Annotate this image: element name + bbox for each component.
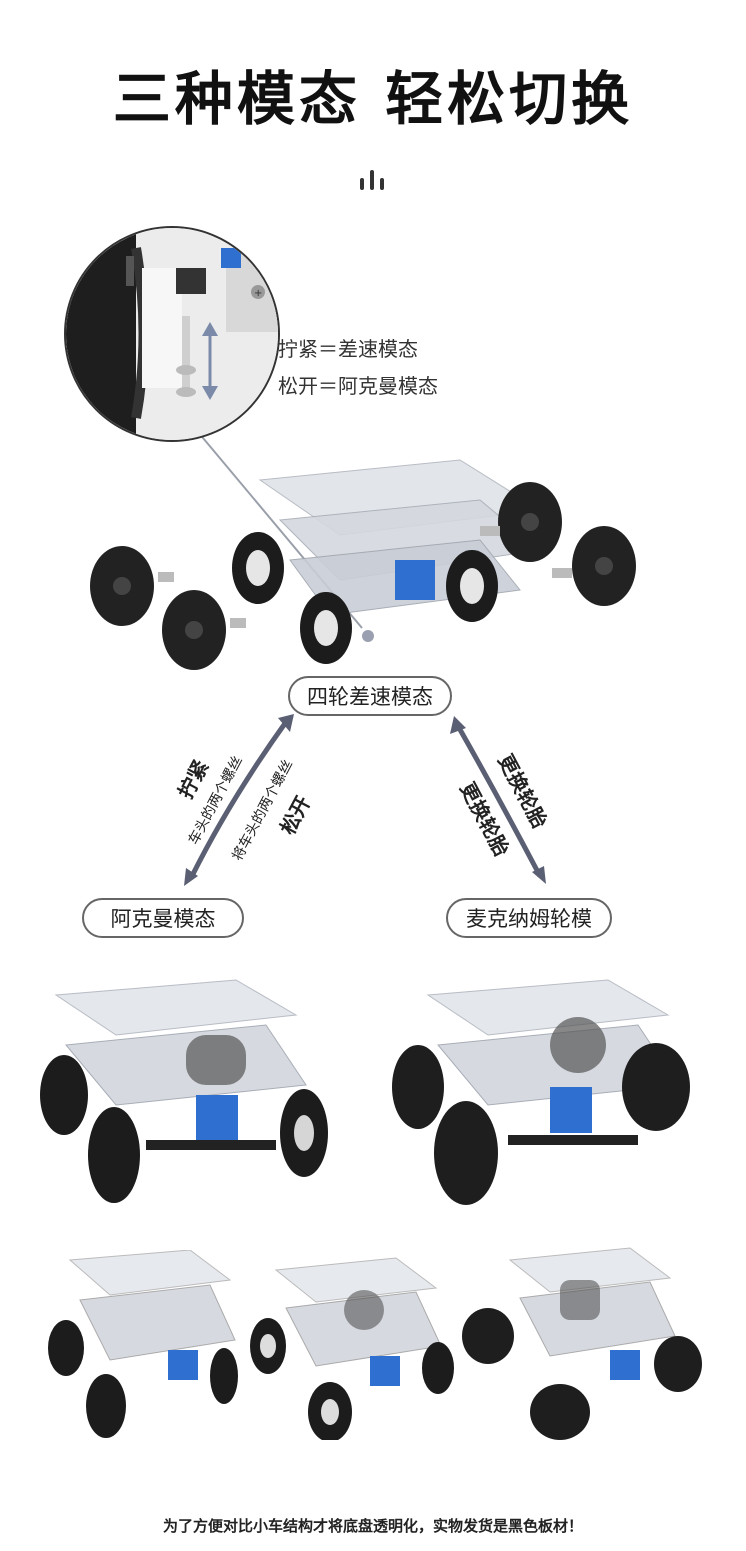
mode-differential-pill: 四轮差速模态 [288, 676, 452, 716]
transition-arrows [184, 714, 546, 886]
loosen-note: 松开＝阿克曼模态 [278, 374, 438, 398]
mecanum-car-image [392, 979, 690, 1205]
mode-ackermann-pill: 阿克曼模态 [82, 898, 244, 938]
differential-small-car-image [250, 1257, 454, 1440]
mecanum-small-car-image [462, 1247, 702, 1440]
footer-note: 为了方便对比小车结构才将底盘透明化，实物发货是黑色板材！ [162, 1517, 583, 1535]
audio-bars-icon [358, 170, 386, 190]
mode-mecanum-pill: 麦克纳姆轮模 [446, 898, 612, 938]
tighten-note: 拧紧＝差速模态 [278, 337, 418, 361]
ackermann-car-image [40, 979, 328, 1203]
zoom-detail-image: + [64, 226, 280, 442]
ackermann-small-car-image [48, 1250, 238, 1438]
differential-car-exploded-image [90, 459, 636, 670]
page-title: 三种模态 轻松切换 [112, 65, 634, 133]
svg-text:+: + [254, 288, 262, 299]
